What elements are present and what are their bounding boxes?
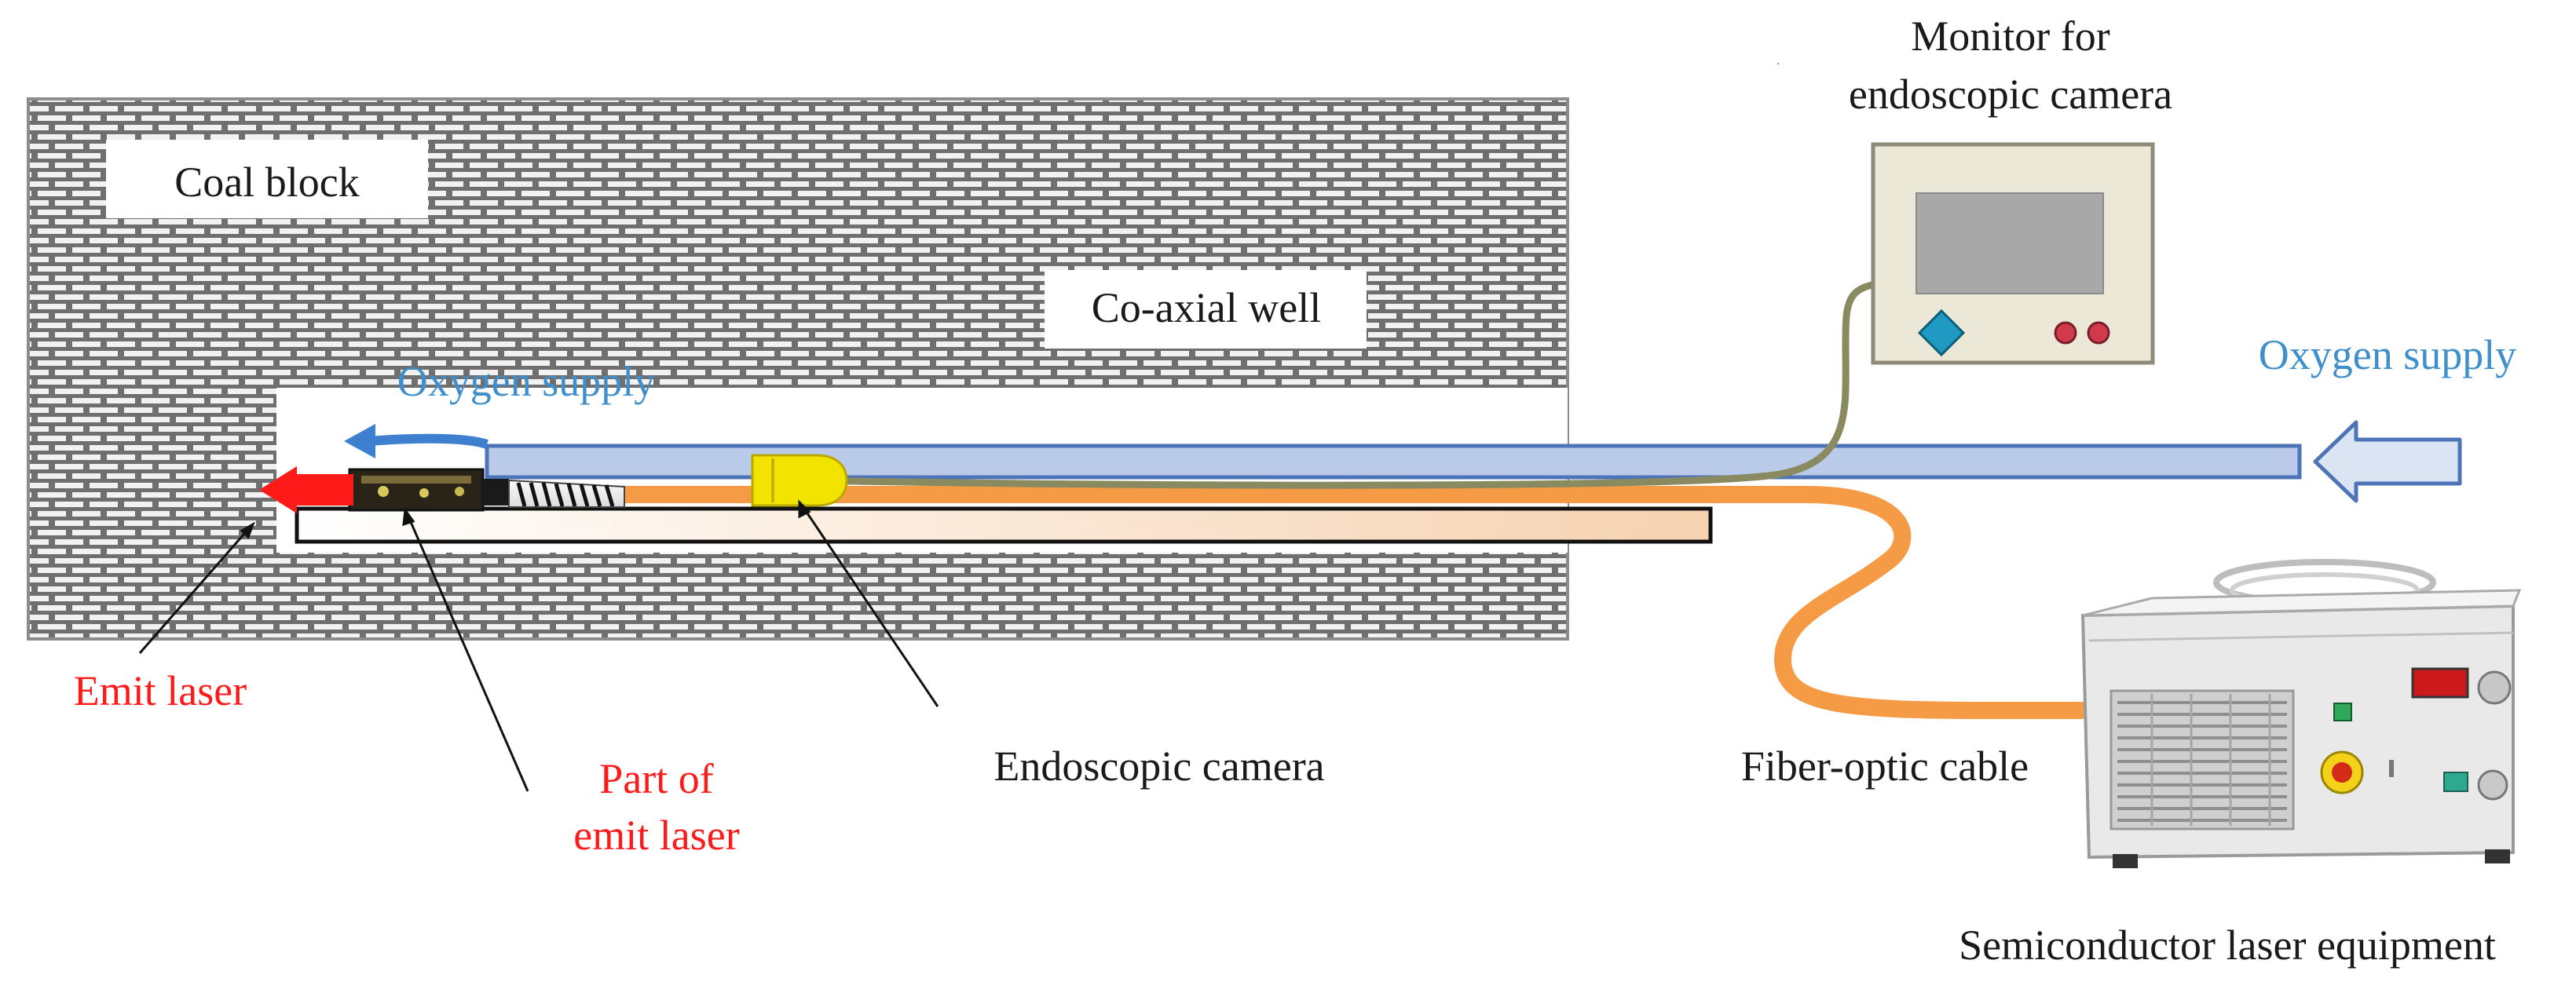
semiconductor-laser-equipment-label: Semiconductor laser equipment (1959, 922, 2496, 969)
part-of-emit-laser-label-line2: emit laser (573, 812, 739, 859)
fiber-optic-cable-label: Fiber-optic cable (1741, 743, 2029, 790)
camera-cable (808, 279, 1901, 489)
coal-block-label: Coal block (174, 159, 359, 206)
fiber-optic-cable (588, 486, 2090, 720)
camera-head-icon (751, 454, 848, 507)
faint-mark: · (1776, 58, 1780, 71)
oxygen-flow-arrow-small (344, 424, 488, 458)
arrow-left-icon (2313, 420, 2462, 503)
emit-laser-pointer (138, 527, 251, 654)
monitor-icon (1871, 142, 2155, 365)
part-of-emit-laser-label-line1: Part of (599, 755, 713, 802)
endoscopic-camera-label: Endoscopic camera (993, 743, 1324, 790)
coal-block-label-box (106, 140, 428, 218)
coaxial-well-label: Co-axial well (1092, 284, 1321, 331)
camera-pointer (803, 508, 939, 707)
fiber-tube (295, 506, 1713, 544)
red-arrow-icon (259, 466, 353, 513)
monitor-label-line2: endoscopic camera (1849, 71, 2172, 118)
part-emit-laser-pointer (407, 516, 529, 792)
monitor-label-line1: Monitor for (1911, 13, 2109, 60)
laser-equipment-icon (2080, 559, 2522, 868)
pointer-lines (138, 499, 939, 792)
oxygen-supply-label-left: Oxygen supply (397, 358, 655, 405)
coaxial-well-label-box (1045, 270, 1367, 349)
oxygen-supply-label-right: Oxygen supply (2259, 331, 2516, 378)
emit-laser-label: Emit laser (74, 667, 247, 714)
